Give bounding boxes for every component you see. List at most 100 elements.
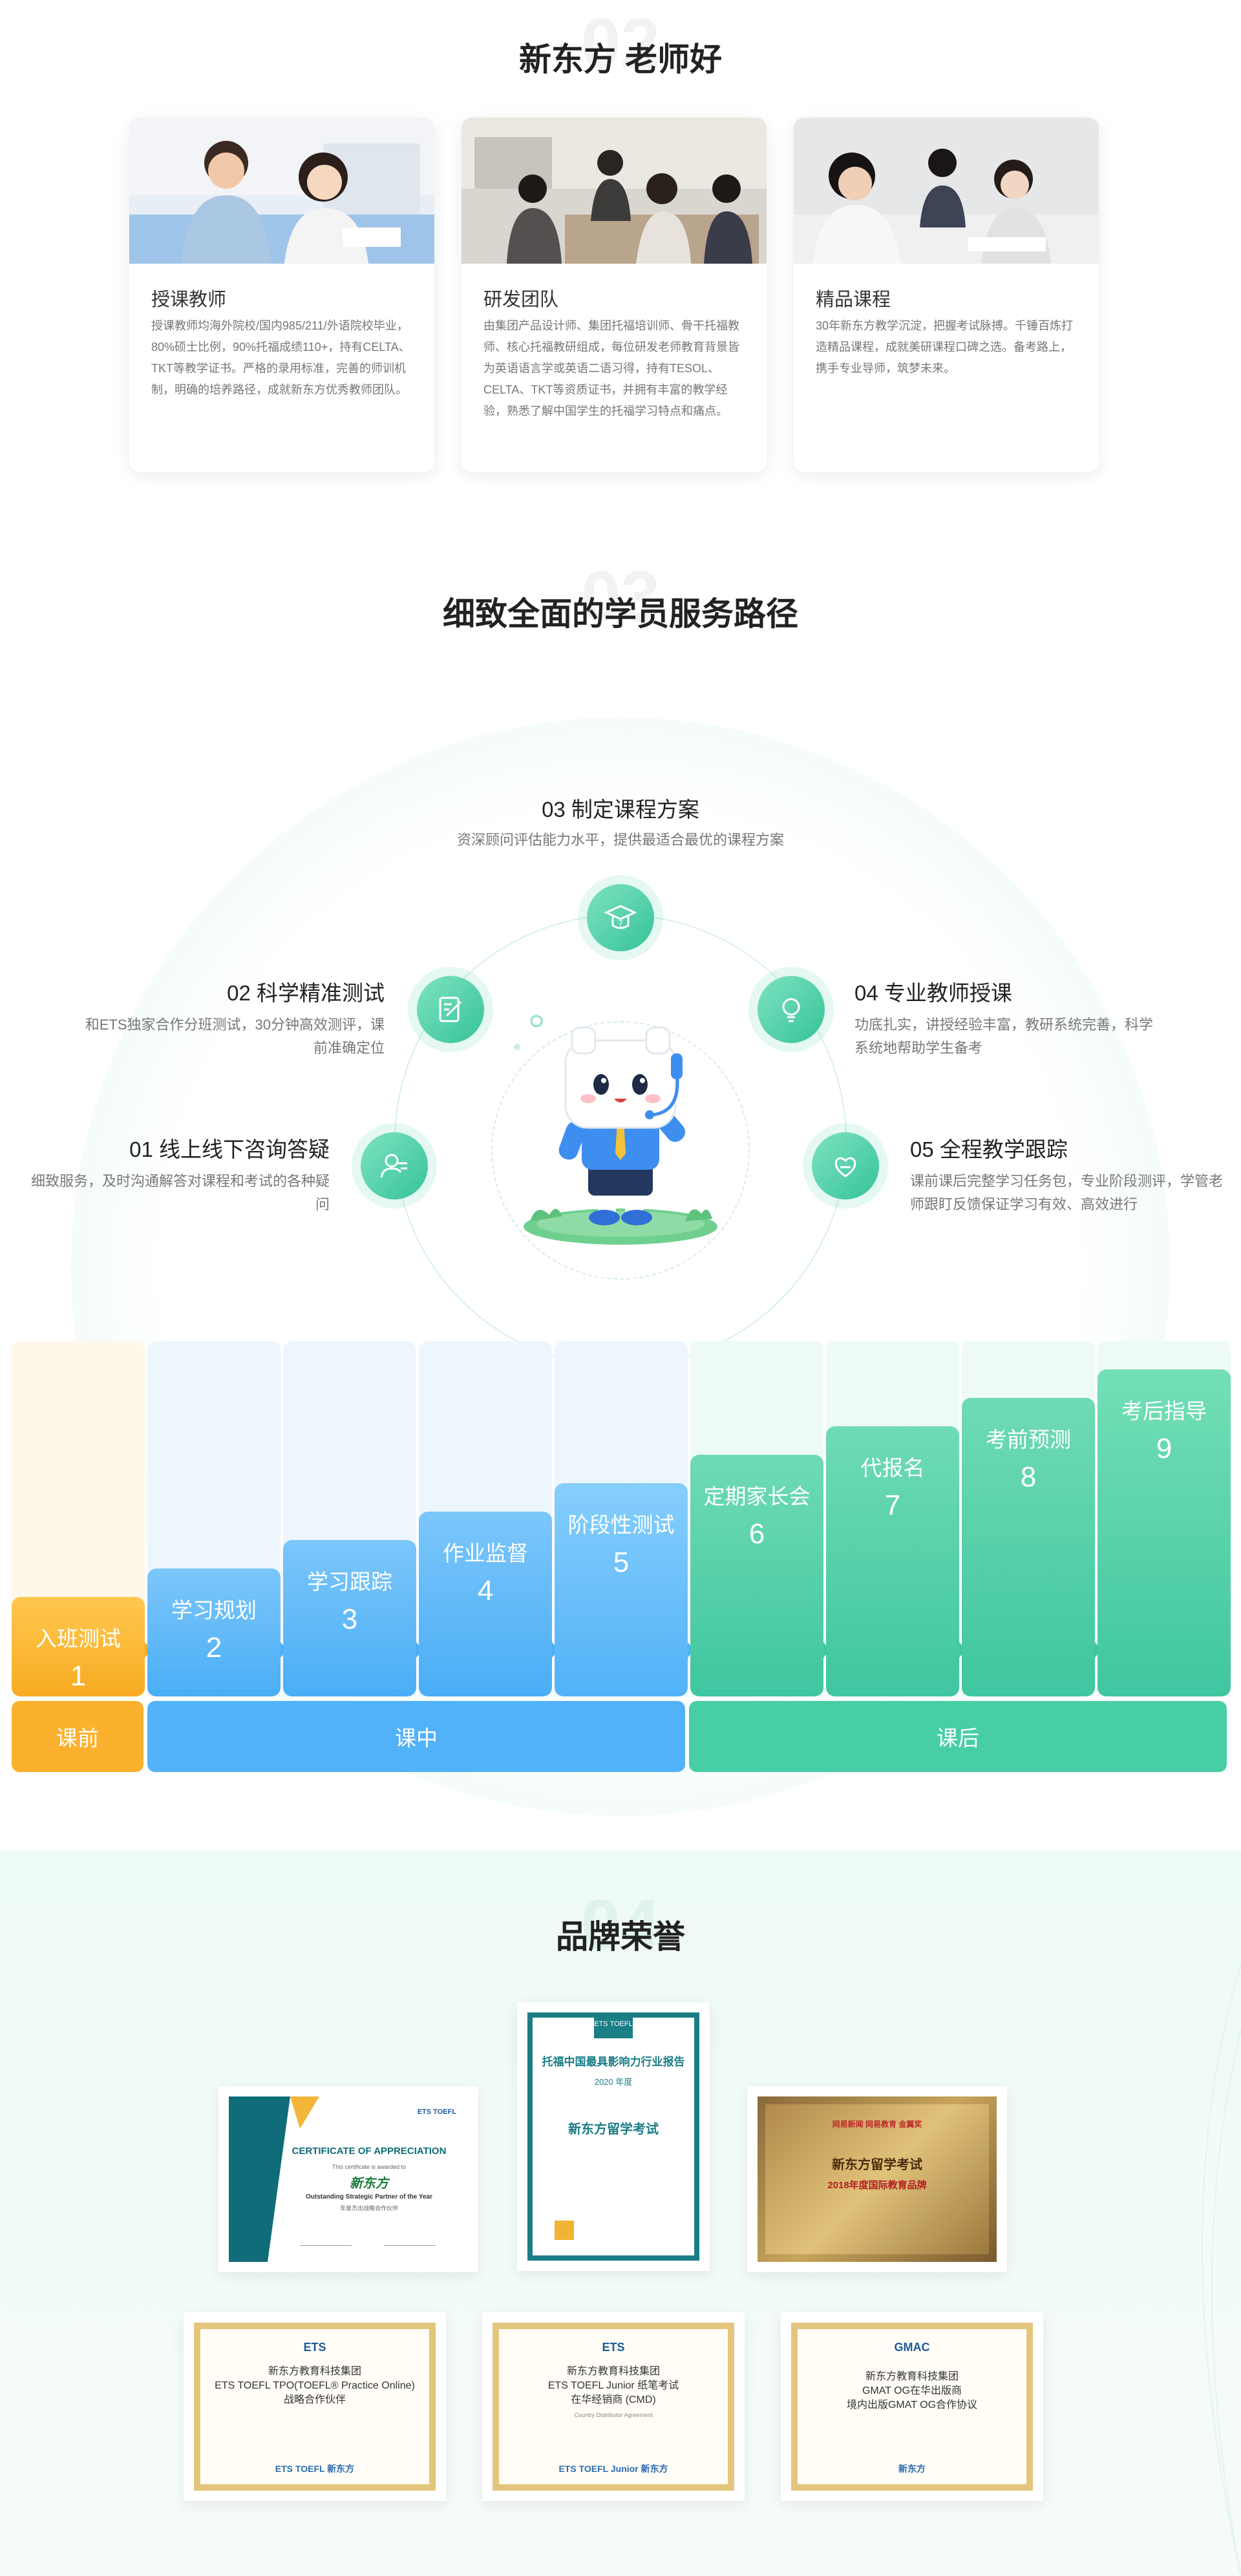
cert-footer: ETS TOEFL 新东方 [275, 2464, 355, 2474]
cert-line: ETS TOEFL Junior 纸笔考试 [547, 2380, 679, 2391]
cert-lines: 新东方教育科技集团 ETS TOEFL Junior 纸笔考试 在华经销商 (C… [499, 2365, 728, 2420]
service-bar-6: 定期家长会 6 [690, 1455, 830, 1696]
service-bar-4: 作业监督 4 [419, 1512, 558, 1696]
certificate-influence[interactable]: ETS TOEFL 托福中国最具影响力行业报告 2020 年度 新东方留学考试 [517, 2002, 710, 2271]
cert-heading: 托福中国最具影响力行业报告 [542, 2056, 685, 2068]
ets-toefl-logo: ETS TOEFL [417, 2108, 456, 2116]
card-text: 30年新东方教学沉淀，把握考试脉搏。千锤百炼打造精品课程，成就美研课程口碑之选。… [816, 319, 1074, 375]
bar-label: 学习跟踪 [307, 1570, 392, 1594]
bar-label: 考前预测 [986, 1428, 1071, 1452]
cert-line: 境内出版GMAT OG合作协议 [846, 2400, 978, 2411]
bar-label: 考后指导 [1121, 1399, 1207, 1423]
certificate-tpo[interactable]: ETS 新东方教育科技集团 ETS TOEFL TPO(TOEFL® Pract… [184, 2312, 446, 2501]
bar-number: 4 [477, 1575, 494, 1607]
phase-before-class: 课前 [12, 1701, 143, 1772]
card-title: 授课教师 [151, 290, 227, 310]
ets-toefl-badge: ETS TOEFL [594, 2018, 633, 2038]
cert-year: 2020 年度 [594, 2077, 633, 2087]
bar-label: 学习规划 [171, 1598, 257, 1622]
phase-after-class: 课后 [689, 1701, 1227, 1772]
step-desc: 细致服务，及时沟通解答对课程和考试的各种疑问 [30, 1173, 330, 1212]
cert-line: 新东方教育科技集团 [268, 2366, 361, 2377]
cert-lines: 新东方教育科技集团 ETS TOEFL TPO(TOEFL® Practice … [200, 2365, 429, 2407]
card-title: 研发团队 [483, 290, 559, 310]
cert-line: GMAT OG在华出版商 [862, 2385, 962, 2396]
arc-dashed-ring [491, 1021, 750, 1280]
section-number: 04 [580, 1885, 661, 1965]
section-title: 新东方 老师好 [519, 41, 722, 78]
bar-label: 入班测试 [36, 1627, 121, 1651]
ets-logo: ETS [602, 2341, 625, 2354]
bar-number: 8 [1020, 1461, 1037, 1493]
cert-small: Country Distributor Agreement [574, 2412, 653, 2418]
service-bar-5: 阶段性测试 5 [555, 1483, 694, 1696]
cert-footer: ETS TOEFL Junior 新东方 [558, 2464, 668, 2474]
step-title: 05 全程教学跟踪 [910, 1137, 1068, 1161]
consult-icon [361, 1132, 428, 1199]
certificate-netease[interactable]: 网易新闻 网易教育 金翼奖 新东方留学考试 2018年度国际教育品牌 [747, 2086, 1007, 2272]
bar-number: 9 [1156, 1433, 1172, 1464]
bar-number: 6 [748, 1518, 765, 1550]
teach-icon [758, 976, 825, 1043]
service-bar-8: 考前预测 8 [962, 1398, 1101, 1696]
bar-number: 3 [341, 1603, 358, 1635]
cert-lines: 新东方教育科技集团 GMAT OG在华出版商 境内出版GMAT OG合作协议 [798, 2370, 1026, 2412]
teacher-card-courses[interactable]: 精品课程 30年新东方教学沉淀，把握考试脉搏。千锤百炼打造精品课程，成就美研课程… [794, 118, 1099, 472]
step-title: 03 制定课程方案 [542, 797, 699, 821]
step-desc: 资深顾问评估能力水平，提供最适合最优的课程方案 [456, 832, 784, 848]
plaque-face: 网易新闻 网易教育 金翼奖 新东方留学考试 2018年度国际教育品牌 [765, 2104, 989, 2254]
gmac-logo: GMAC [894, 2341, 930, 2354]
mascot-illustration [511, 1008, 730, 1254]
service-bar-7: 代报名 7 [826, 1426, 966, 1696]
cert-line: 在华经销商 (CMD) [571, 2394, 656, 2405]
bar-number: 1 [70, 1660, 87, 1692]
ets-logo: ETS [303, 2341, 326, 2354]
step-desc: 和ETS独家合作分班测试，30分钟高效测评，课前准确定位 [85, 1017, 385, 1056]
bar-number: 7 [884, 1490, 901, 1521]
certificate-gmac[interactable]: GMAC 新东方教育科技集团 GMAT OG在华出版商 境内出版GMAT OG合… [781, 2312, 1043, 2501]
certificate-junior[interactable]: ETS 新东方教育科技集团 ETS TOEFL Junior 纸笔考试 在华经销… [482, 2312, 745, 2501]
cert-line: 新东方教育科技集团 [566, 2366, 660, 2377]
cert-brand: 新东方留学考试 [568, 2122, 659, 2137]
teacher-card-research[interactable]: 研发团队 由集团产品设计师、集团托福培训师、骨干托福教师、核心托福教研组成，每位… [461, 118, 767, 472]
section-title: 细致全面的学员服务路径 [443, 596, 798, 632]
cert-signature-line [300, 2245, 352, 2246]
phase-during-class: 课中 [147, 1701, 685, 1772]
service-bar-9: 考后指导 9 [1098, 1369, 1231, 1696]
plaque-name: 新东方留学考试 [832, 2158, 922, 2172]
teacher-card-instructors[interactable]: 授课教师 授课教师均海外院校/国内985/211/外语院校毕业，80%硕士比例，… [129, 118, 434, 472]
cert-footer: 新东方 [898, 2464, 926, 2474]
plaque-top: 网易新闻 网易教育 金翼奖 [832, 2120, 922, 2129]
bar-number: 5 [613, 1547, 630, 1578]
classroom-photo [129, 118, 434, 264]
track-icon [812, 1132, 879, 1199]
decor-lines [1202, 1965, 1241, 2576]
section-title: 品牌荣誉 [556, 1919, 685, 1955]
cert-subtitle: Outstanding Strategic Partner of the Yea… [306, 2193, 432, 2201]
bar-label: 作业监督 [443, 1541, 528, 1565]
cert-brand: 新东方 [350, 2177, 388, 2191]
svg-text:?: ? [618, 919, 622, 929]
bar-label: 定期家长会 [703, 1484, 811, 1508]
step-title: 02 科学精准测试 [227, 981, 385, 1005]
card-title: 精品课程 [816, 290, 891, 310]
cert-stamp [555, 2221, 574, 2240]
step-desc: 课前课后完整学习任务包，专业阶段测评，学管老师跟盯反馈保证学习有效、高效进行 [910, 1173, 1224, 1212]
cert-line: 战略合作伙伴 [283, 2394, 346, 2405]
cert-signature-line [384, 2245, 436, 2246]
cert-awarded: This certificate is awarded to [332, 2164, 407, 2170]
plan-icon: ? [587, 884, 654, 951]
card-text: 授课教师均海外院校/国内985/211/外语院校毕业，80%硕士比例，90%托福… [151, 319, 410, 396]
service-bar-3: 学习跟踪 3 [283, 1540, 423, 1696]
students-photo [794, 118, 1099, 264]
service-bar-2: 学习规划 2 [147, 1568, 287, 1696]
cert-line: ETS TOEFL TPO(TOEFL® Practice Online) [215, 2380, 415, 2391]
certificate-appreciation[interactable]: ETS TOEFL CERTIFICATE OF APPRECIATION Th… [218, 2086, 478, 2272]
plaque-award: 2018年度国际教育品牌 [827, 2180, 927, 2191]
bar-label: 代报名 [860, 1456, 925, 1480]
section-number: 02 [580, 4, 661, 83]
bar-label: 阶段性测试 [567, 1513, 675, 1537]
section-number: 03 [580, 557, 661, 637]
cert-line: 新东方教育科技集团 [865, 2371, 959, 2382]
bar-number: 2 [206, 1632, 222, 1663]
